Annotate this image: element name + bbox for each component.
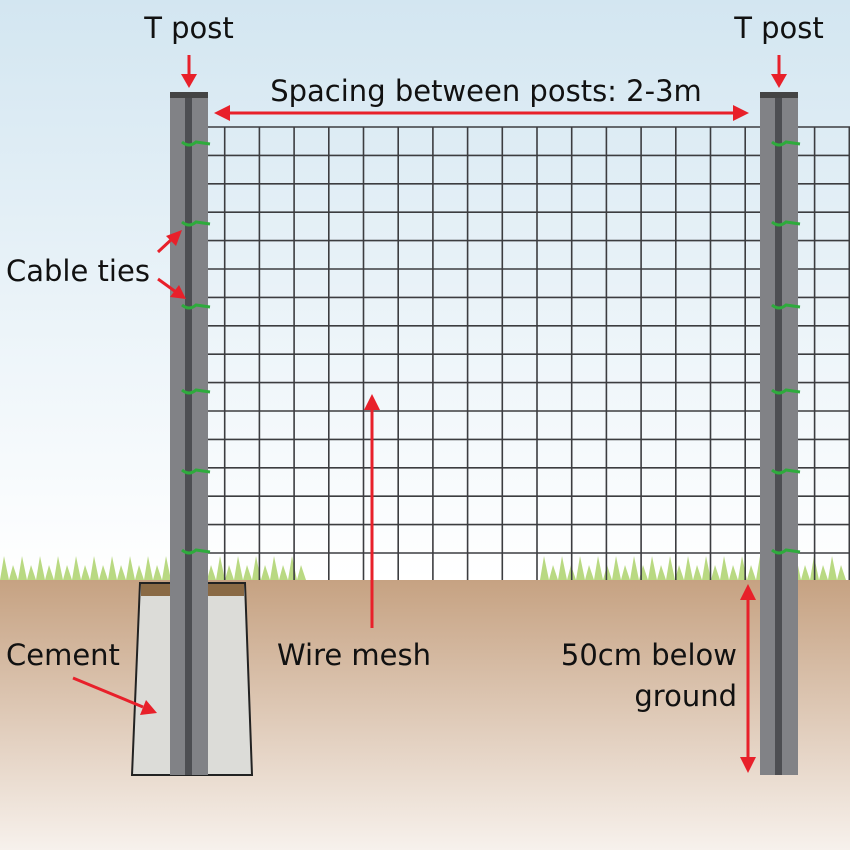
cable-tie [771, 140, 801, 147]
cable-tie [771, 468, 801, 475]
cable-ties-arrow-2 [157, 277, 177, 294]
sky-background [0, 0, 850, 580]
cement-label: Cement [6, 638, 120, 672]
depth-label-line2: ground [634, 679, 737, 713]
annotation-arrows [72, 55, 787, 773]
cable-tie [181, 388, 211, 395]
cable-tie [181, 220, 211, 227]
cable-tie [181, 468, 211, 475]
wire-mesh-label: Wire mesh [277, 638, 431, 672]
cable-ties-label: Cable ties [6, 254, 150, 288]
ground [0, 580, 850, 850]
cable-tie [771, 548, 801, 555]
cable-ties [181, 140, 801, 555]
t-post-left-label: T post [143, 11, 234, 45]
cement-arrow [72, 676, 144, 709]
t-post-right [760, 92, 798, 775]
grass-tuft [0, 556, 306, 580]
t-post-right-label: T post [733, 11, 824, 45]
spacing-label: Spacing between posts: 2-3m [270, 74, 702, 108]
cable-tie [771, 303, 801, 310]
depth-label-line1: 50cm below [561, 638, 737, 672]
t-post-left [170, 92, 208, 775]
cable-tie [181, 303, 211, 310]
cable-tie [771, 220, 801, 227]
cable-tie [181, 140, 211, 147]
cable-tie [181, 548, 211, 555]
cable-tie [771, 388, 801, 395]
